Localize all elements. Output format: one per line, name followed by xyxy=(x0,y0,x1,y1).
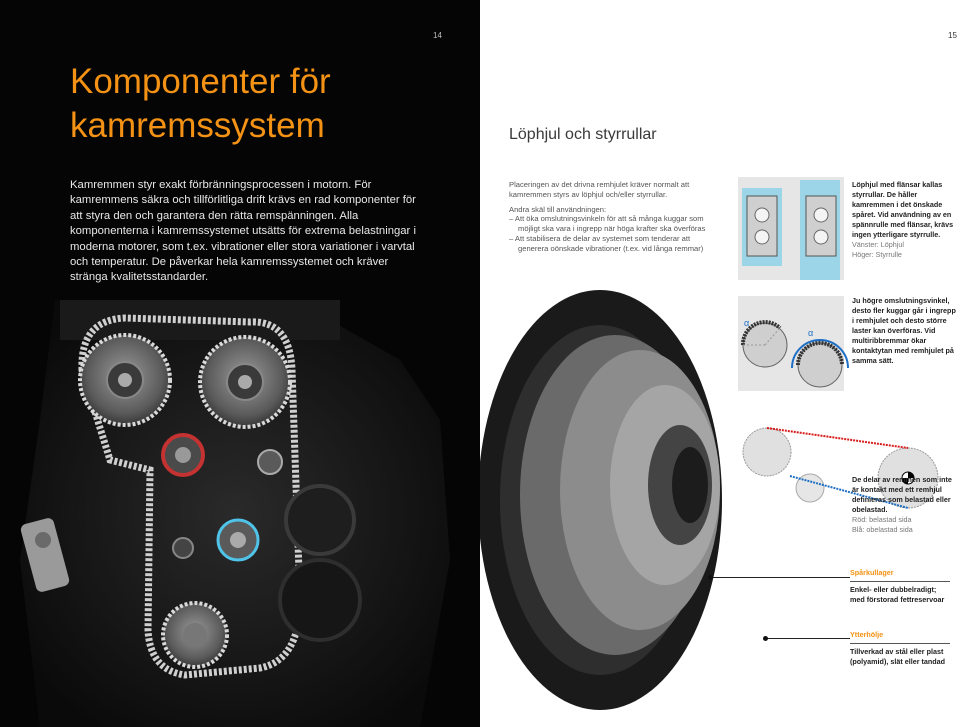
body-paragraph: Placeringen av det drivna remhjulet kräv… xyxy=(509,180,690,199)
list-item: – Att stabilisera de delar av systemet s… xyxy=(509,233,704,253)
pointer-line xyxy=(710,577,850,578)
list-item: – Att öka omslutningsvinkeln för att så … xyxy=(509,214,706,234)
alpha-label: α xyxy=(744,318,750,328)
caption-idler: Löphjul med flänsar kallas styrrullar. D… xyxy=(852,180,954,259)
camshaft-gear-right-icon xyxy=(198,335,292,429)
title-line-2: kamremssystem xyxy=(70,106,325,145)
part-body: Enkel- eller dubbelradigt; med förstorad… xyxy=(850,585,945,604)
camshaft-gear-left-icon xyxy=(78,333,172,427)
page-title: Komponenter för kamremssystem xyxy=(70,60,430,148)
pointer-dot xyxy=(708,575,713,580)
part-heading: Spårkullager xyxy=(850,568,950,582)
intro-paragraph: Kamremmen styr exakt förbränningsprocess… xyxy=(70,179,416,284)
part-outer-shell: Ytterhölje Tillverkad av stål eller plas… xyxy=(850,630,950,667)
diagrams xyxy=(480,177,939,710)
hydraulic-tensioner-icon xyxy=(20,518,70,592)
part-body: Tillverkad av stål eller plast (polyamid… xyxy=(850,647,946,666)
section-title: Löphjul och styrrullar xyxy=(509,126,657,143)
reasons-list: – Att öka omslutningsvinkeln för att så … xyxy=(509,214,721,253)
body-paragraph: Andra skäl till användningen: xyxy=(509,204,607,214)
page-number: 14 xyxy=(433,31,442,40)
body-text: Placeringen av det drivna remhjulet kräv… xyxy=(509,180,721,254)
wrap-angle-diagram-icon xyxy=(738,296,849,391)
page-number: 15 xyxy=(948,31,957,40)
pointer-line xyxy=(765,638,850,639)
caption-belt-sides: De delar av remmen som inte är kontakt m… xyxy=(852,475,952,534)
idler-cross-section-icon xyxy=(738,177,844,280)
bearing-exploded-view-icon xyxy=(480,290,722,710)
engine-illustration xyxy=(20,300,450,727)
caption-wrap-angle: Ju högre omslutningsvinkel, desto fler k… xyxy=(852,296,956,365)
crankshaft-gear-icon xyxy=(161,601,229,669)
right-page: 15 Löphjul och styrrullar Placeringen av… xyxy=(480,0,960,727)
belt-sides-diagram-icon xyxy=(742,427,939,509)
left-page: 14 Komponenter för kamremssystem Kamremm… xyxy=(0,0,480,727)
part-heading: Ytterhölje xyxy=(850,630,950,644)
part-groove-bearing: Spårkullager Enkel- eller dubbelradigt; … xyxy=(850,568,950,605)
alpha-label: α xyxy=(808,328,814,338)
title-line-1: Komponenter för xyxy=(70,62,331,101)
pointer-dot xyxy=(763,636,768,641)
